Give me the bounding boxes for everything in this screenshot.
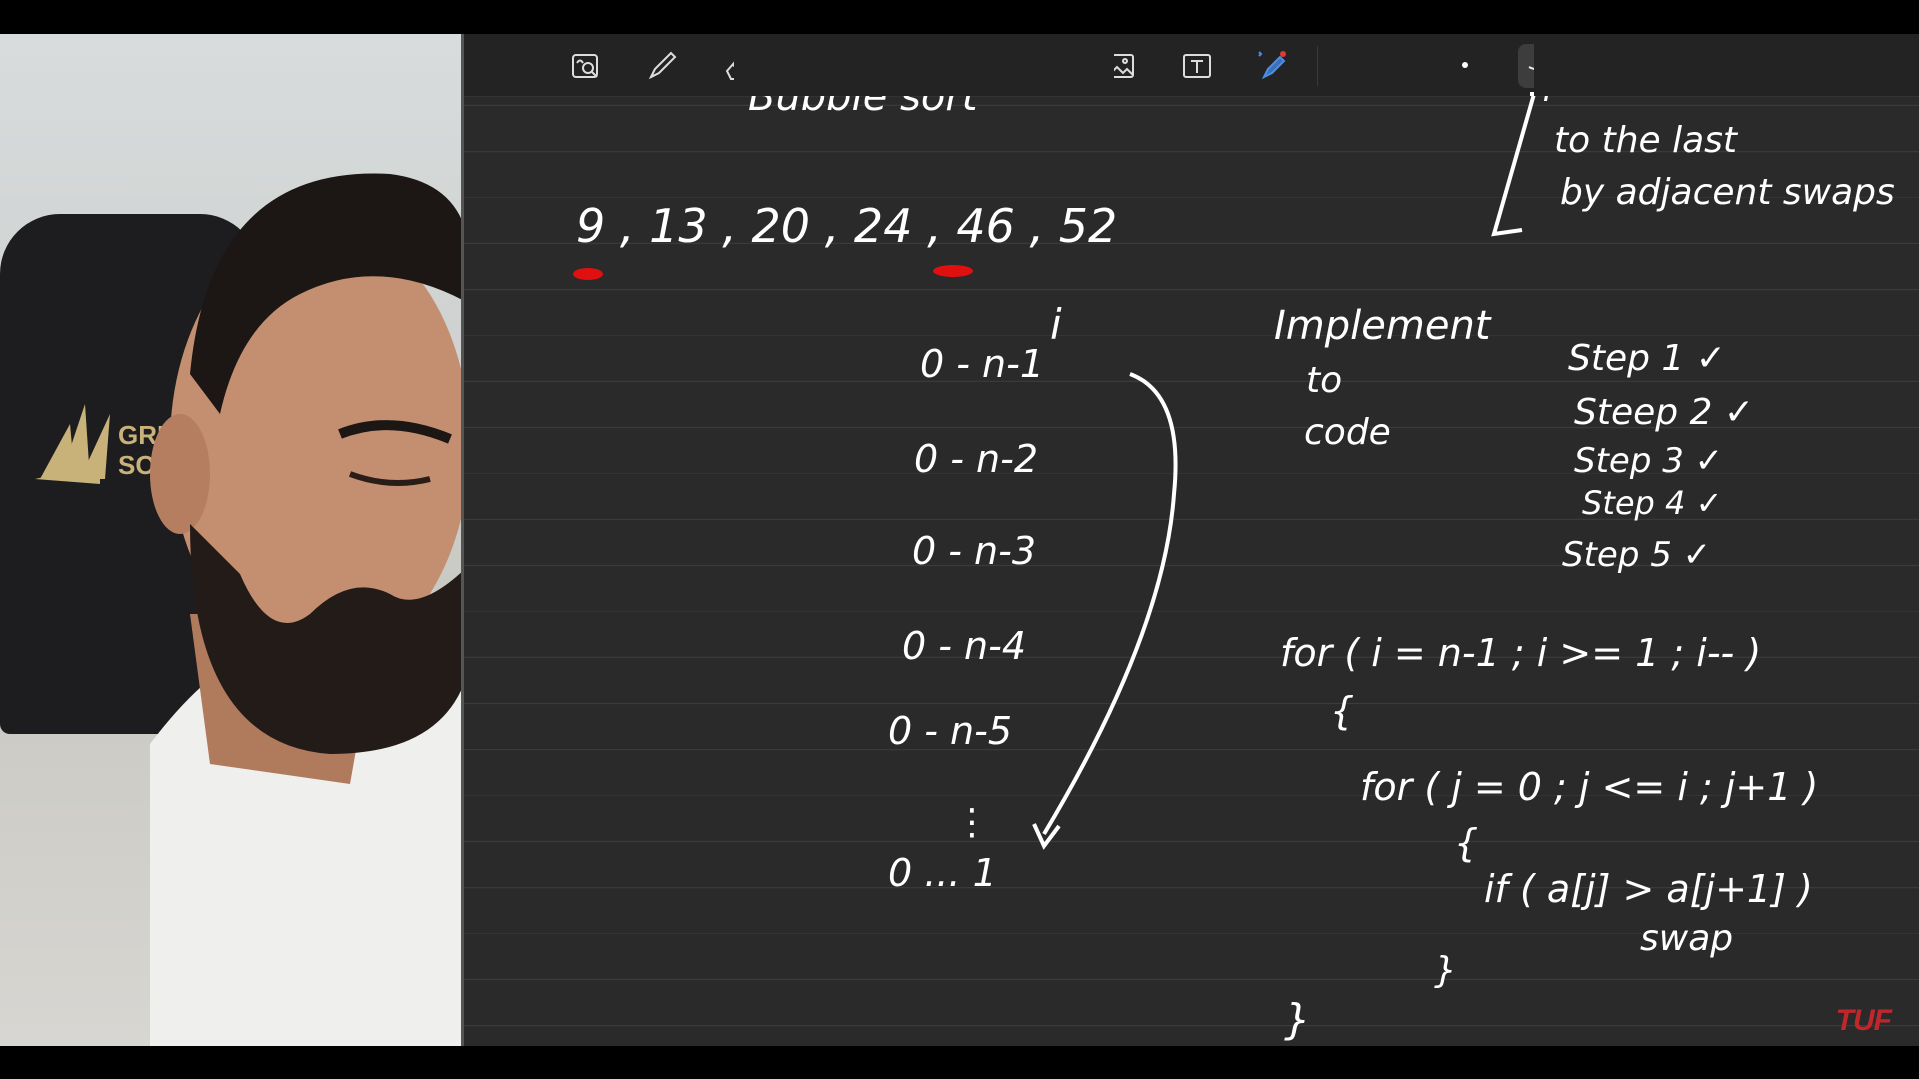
stroke-width-dot-icon[interactable]: [1458, 58, 1472, 72]
code-swap: swap: [1640, 918, 1733, 959]
step-2: Steep 2 ✓: [1574, 392, 1754, 433]
step-1: Step 1 ✓: [1568, 338, 1726, 379]
step-5: Step 5 ✓: [1562, 535, 1711, 575]
arrow-head: [1032, 823, 1061, 850]
implement-word: Implement: [1274, 303, 1492, 349]
text-icon[interactable]: [1175, 44, 1219, 88]
step-4: Step 4 ✓: [1582, 484, 1722, 522]
highlight-mark-1: [573, 268, 603, 280]
screen-frame: GREE SOUL: [0, 34, 1919, 1046]
code-inner-open: {: [1454, 821, 1478, 865]
array-text: 9 , 13 , 20 , 24 , 46 , 52: [576, 199, 1117, 253]
handwriting-layer: Bubble sort 9 , 13 , 20 , 24 , 46 , 52 i…: [573, 34, 1919, 1044]
code-outer-close: }: [1284, 995, 1311, 1044]
note-line-2: to the last: [1554, 120, 1739, 161]
range-6: 0 ... 1: [888, 851, 997, 895]
range-2: 0 - n-2: [914, 437, 1038, 481]
presenter: [150, 173, 464, 1046]
panel-divider: [461, 34, 464, 1046]
code-outer-loop: for ( i = n-1 ; i >= 1 ; i-- ): [1280, 631, 1761, 675]
to-word: to: [1306, 360, 1342, 401]
note-line-3: by adjacent swaps: [1560, 172, 1895, 213]
bracket-arrow: [1042, 372, 1178, 836]
code-outer-open: {: [1330, 689, 1354, 733]
note-occluder: [1534, 34, 1919, 96]
step-3: Step 3 ✓: [1574, 441, 1723, 481]
webcam-feed: GREE SOUL: [0, 34, 464, 1046]
title-occluder: [734, 34, 1114, 96]
pen-icon[interactable]: [640, 44, 684, 88]
range-5: 0 - n-5: [888, 709, 1012, 753]
toolbar-separator: [1317, 46, 1318, 86]
highlight-mark-2: [933, 265, 973, 277]
code-word: code: [1304, 412, 1391, 453]
range-4: 0 - n-4: [902, 624, 1026, 668]
code-inner-close: }: [1434, 950, 1457, 991]
code-inner-loop: for ( j = 0 ; j <= i ; j+1 ): [1360, 765, 1818, 809]
bluetooth-pencil-icon[interactable]: [1251, 44, 1295, 88]
i-label: i: [1050, 300, 1062, 349]
tuf-watermark: TUF: [1835, 1004, 1892, 1037]
notes-canvas[interactable]: Bubble sort 9 , 13 , 20 , 24 , 46 , 52 i…: [464, 34, 1919, 1046]
range-ellipsis: ⋮: [954, 802, 990, 843]
range-3: 0 - n-3: [912, 529, 1036, 573]
right-bracket: [1491, 92, 1537, 237]
code-if: if ( a[j] > a[j+1] ): [1484, 867, 1813, 911]
range-1: 0 - n-1: [920, 342, 1044, 386]
scan-zoom-icon[interactable]: [564, 44, 608, 88]
